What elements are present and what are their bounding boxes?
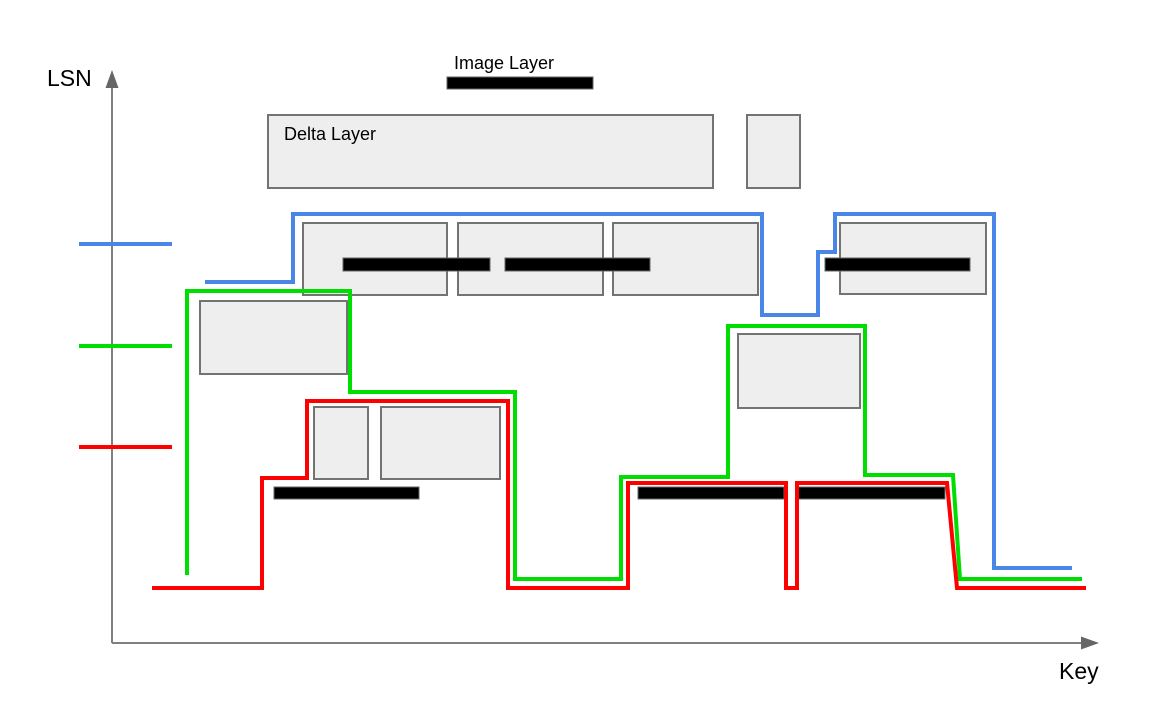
- delta-layer-main: [267, 114, 714, 189]
- image-layer-bottom-c: [797, 486, 946, 500]
- y-axis-label: LSN: [47, 65, 92, 91]
- x-axis-arrowhead: [1081, 636, 1099, 650]
- image-layer-row2-b: [504, 257, 651, 272]
- x-axis-label: Key: [1059, 658, 1099, 684]
- delta-layer-mid-left: [199, 300, 348, 375]
- image-layer-bottom-a: [273, 486, 420, 500]
- image-layer-row2-a: [342, 257, 491, 272]
- delta-layer-bottom-a: [313, 406, 369, 480]
- image-layer-legend-bar: [446, 76, 594, 90]
- lsn-line-blue: [205, 212, 1072, 570]
- lsn-line-red: [152, 399, 1086, 590]
- y-axis-arrowhead: [105, 70, 119, 88]
- delta-layer-legend-label: Delta Layer: [284, 124, 377, 144]
- delta-layer-bottom-b: [380, 406, 501, 480]
- image-layer-row2-c: [824, 257, 971, 272]
- lsn-line-green: [185, 289, 1082, 581]
- delta-layer-mid-right: [737, 333, 861, 409]
- delta-layer-small-top: [746, 114, 801, 189]
- image-layer-bottom-b: [637, 486, 785, 500]
- image-layer-legend-label: Image Layer: [454, 53, 555, 73]
